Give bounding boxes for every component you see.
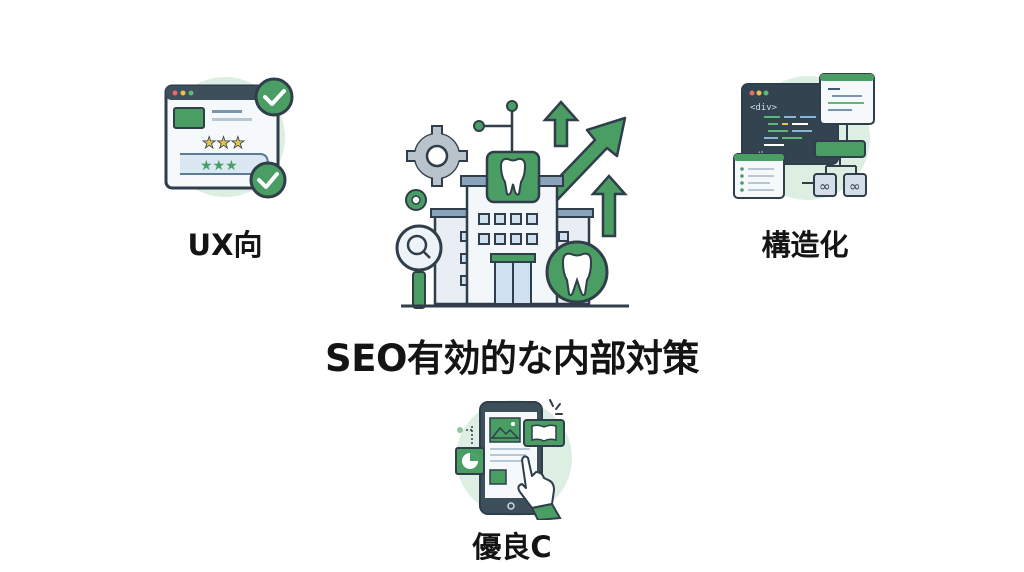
structure-label: 構造化	[761, 228, 849, 262]
svg-text:∞: ∞	[849, 179, 861, 195]
code-structure-links-icon: <div> </h> ∞ ∞	[733, 73, 875, 200]
content-label: 優良C	[472, 530, 552, 564]
smartphone-content-icon	[455, 399, 572, 520]
ux-browser-checkmarks-icon: ★★★ ★★★	[164, 77, 294, 199]
dental-clinic-building-growth-icon	[395, 100, 629, 309]
svg-text:★★★: ★★★	[200, 158, 238, 174]
svg-text:<div>: <div>	[750, 103, 778, 113]
content-node	[452, 396, 582, 520]
structure-node: <div> </h> ∞ ∞	[728, 68, 883, 203]
svg-text:∞: ∞	[819, 179, 831, 195]
page-title: SEO有効的な内部対策	[325, 337, 699, 380]
ux-label: UX向	[187, 228, 263, 262]
svg-text:★★★: ★★★	[202, 133, 245, 152]
center-illustration	[395, 96, 635, 314]
ux-node: ★★★ ★★★	[150, 72, 310, 202]
